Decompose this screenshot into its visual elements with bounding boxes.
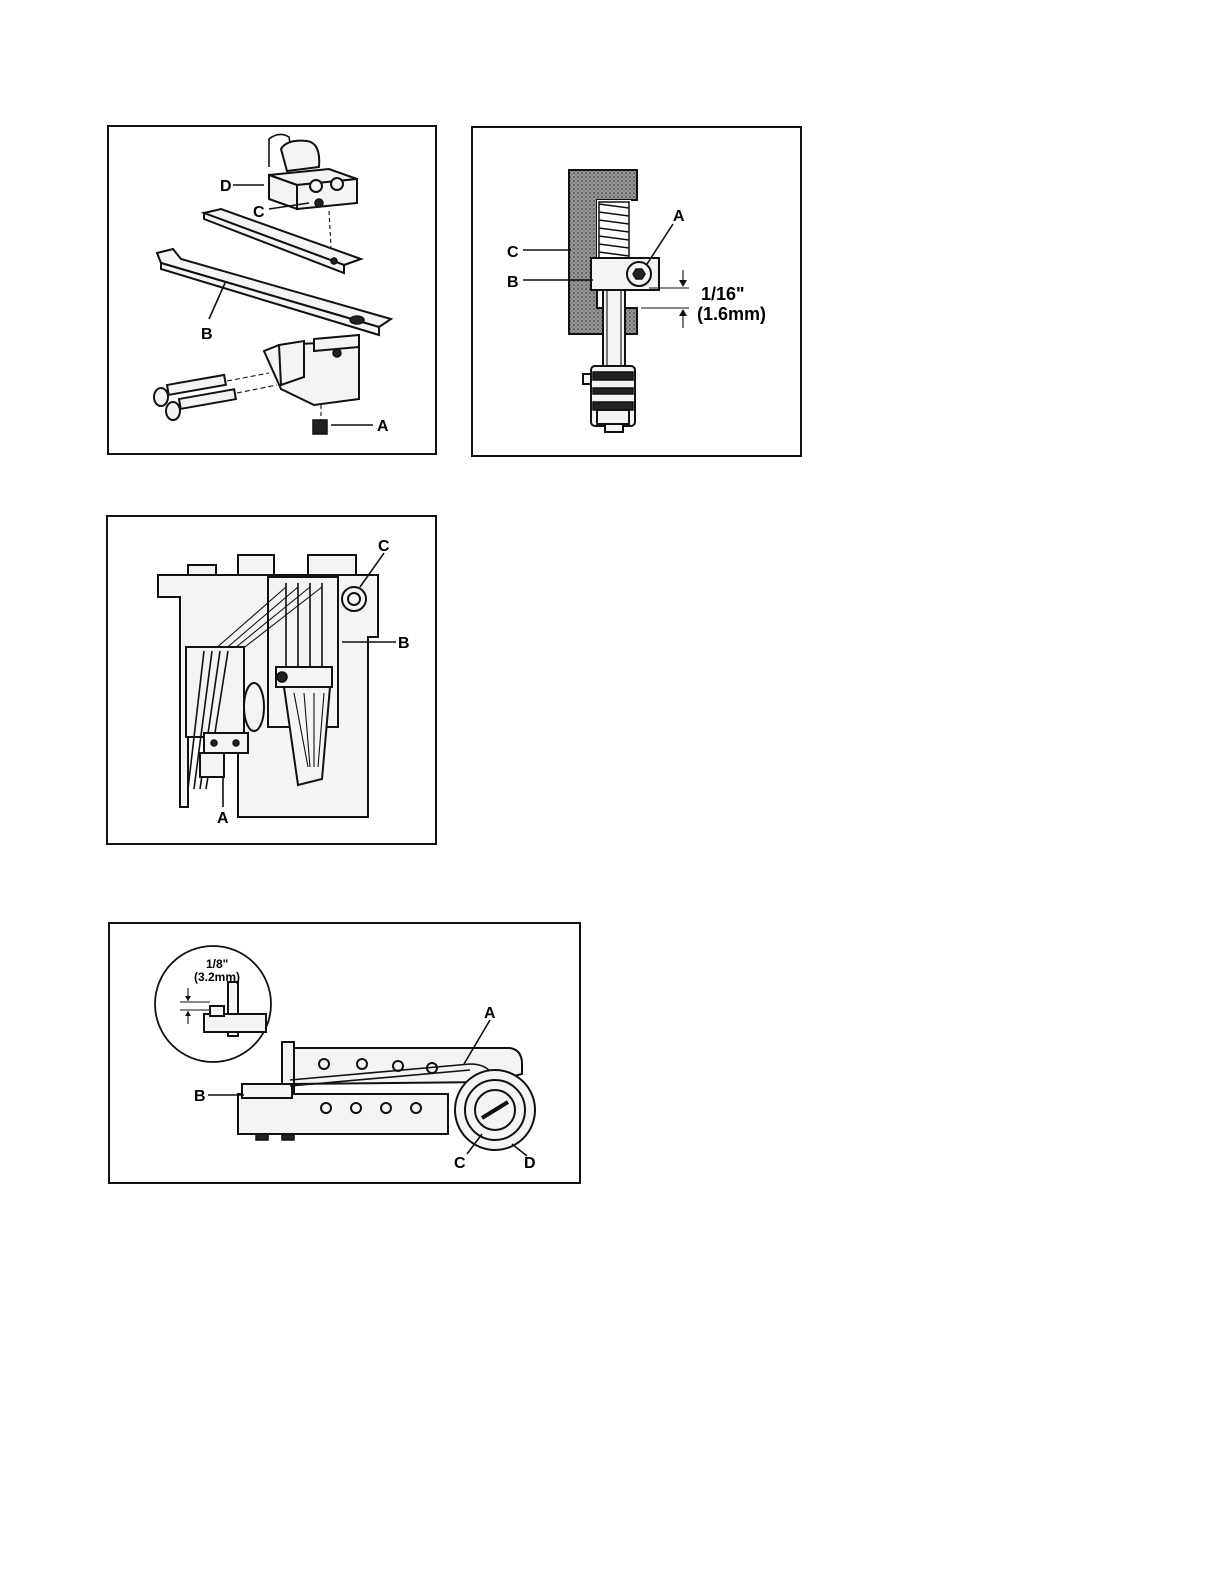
lower-hole-3 <box>381 1103 391 1113</box>
top-housing-2 <box>308 555 356 575</box>
lower-hole-2 <box>351 1103 361 1113</box>
bottom-block <box>264 341 359 405</box>
label-a: A <box>673 208 685 225</box>
block-d-front <box>297 179 357 209</box>
label-c: C <box>454 1155 466 1172</box>
lower-hole-1 <box>321 1103 331 1113</box>
foot-2 <box>282 1134 294 1140</box>
nut-band-1 <box>593 372 633 380</box>
short-plate-hole <box>331 258 337 264</box>
figure-2-drawing: A C B 1/16" (1.6mm) <box>473 128 800 455</box>
thumb <box>281 141 319 171</box>
needle-screw-icon <box>277 672 287 682</box>
foot-1 <box>256 1134 268 1140</box>
screw-1-head <box>154 388 168 406</box>
lower-hole-4 <box>411 1103 421 1113</box>
thread-clamp-screw-1 <box>211 740 217 746</box>
label-c: C <box>378 538 390 555</box>
inset-tab <box>210 1006 224 1016</box>
long-plate-b-edge <box>161 263 379 335</box>
dashed-guide-4 <box>237 385 277 393</box>
oval-window <box>244 683 264 731</box>
dimension-mm: (1.6mm) <box>697 304 766 324</box>
figure-3-drawing: C B A <box>108 517 435 843</box>
label-a: A <box>484 1005 496 1022</box>
dashed-guide-1 <box>329 211 331 247</box>
thread-guide-left <box>186 647 244 737</box>
block-d-hole-2 <box>331 178 343 190</box>
nut-side-screw <box>583 374 591 384</box>
lower-block-tab <box>242 1084 292 1098</box>
dim-arrowhead-top <box>679 280 687 287</box>
figure-2-panel: A C B 1/16" (1.6mm) <box>471 126 802 457</box>
label-d: D <box>220 178 232 195</box>
leader-b <box>209 283 225 319</box>
dashed-guide-3 <box>227 373 269 381</box>
label-b: B <box>507 274 519 291</box>
set-screw-a-icon <box>313 420 327 434</box>
figure-1-drawing: D C B A <box>109 127 435 453</box>
collar-c-inner <box>348 593 360 605</box>
figure-3-panel: C B A <box>106 515 437 845</box>
upper-arm-hole-2 <box>357 1059 367 1069</box>
dimension-inch: 1/16" <box>701 284 745 304</box>
label-d: D <box>524 1155 536 1172</box>
hex-socket <box>633 269 645 279</box>
inset-dim-mm: (3.2mm) <box>194 970 240 984</box>
figure-4-drawing: 1/8" (3.2mm) A B C D <box>110 924 579 1182</box>
label-a: A <box>377 418 389 435</box>
lower-block <box>238 1094 448 1134</box>
nut-tip <box>605 424 623 432</box>
spring <box>597 200 631 260</box>
top-cap <box>188 565 216 575</box>
short-plate <box>204 209 361 265</box>
screw-2-head <box>166 402 180 420</box>
nut-base <box>597 410 629 424</box>
dim-arrowhead-bottom <box>679 309 687 316</box>
label-b: B <box>201 326 213 343</box>
upper-arm-hole-1 <box>319 1059 329 1069</box>
label-b: B <box>398 635 410 652</box>
inset-dim-inch: 1/8" <box>206 957 228 971</box>
block-d-hole-1 <box>310 180 322 192</box>
nut-band-3 <box>593 402 633 410</box>
label-a: A <box>217 810 229 827</box>
bottom-block-slot <box>279 341 304 385</box>
thread-clamp-base <box>200 753 224 777</box>
screw-c-icon <box>315 199 323 207</box>
nut-band-2 <box>593 388 633 394</box>
label-c: C <box>253 204 265 221</box>
thread-clamp-screw-2 <box>233 740 239 746</box>
figure-1-panel: D C B A <box>107 125 437 455</box>
long-plate-hole <box>350 316 364 324</box>
label-b: B <box>194 1088 206 1105</box>
short-plate-edge <box>204 213 344 273</box>
bottom-block-hole <box>333 349 341 357</box>
top-housing-1 <box>238 555 274 575</box>
figure-4-panel: 1/8" (3.2mm) A B C D <box>108 922 581 1184</box>
label-c: C <box>507 244 519 261</box>
